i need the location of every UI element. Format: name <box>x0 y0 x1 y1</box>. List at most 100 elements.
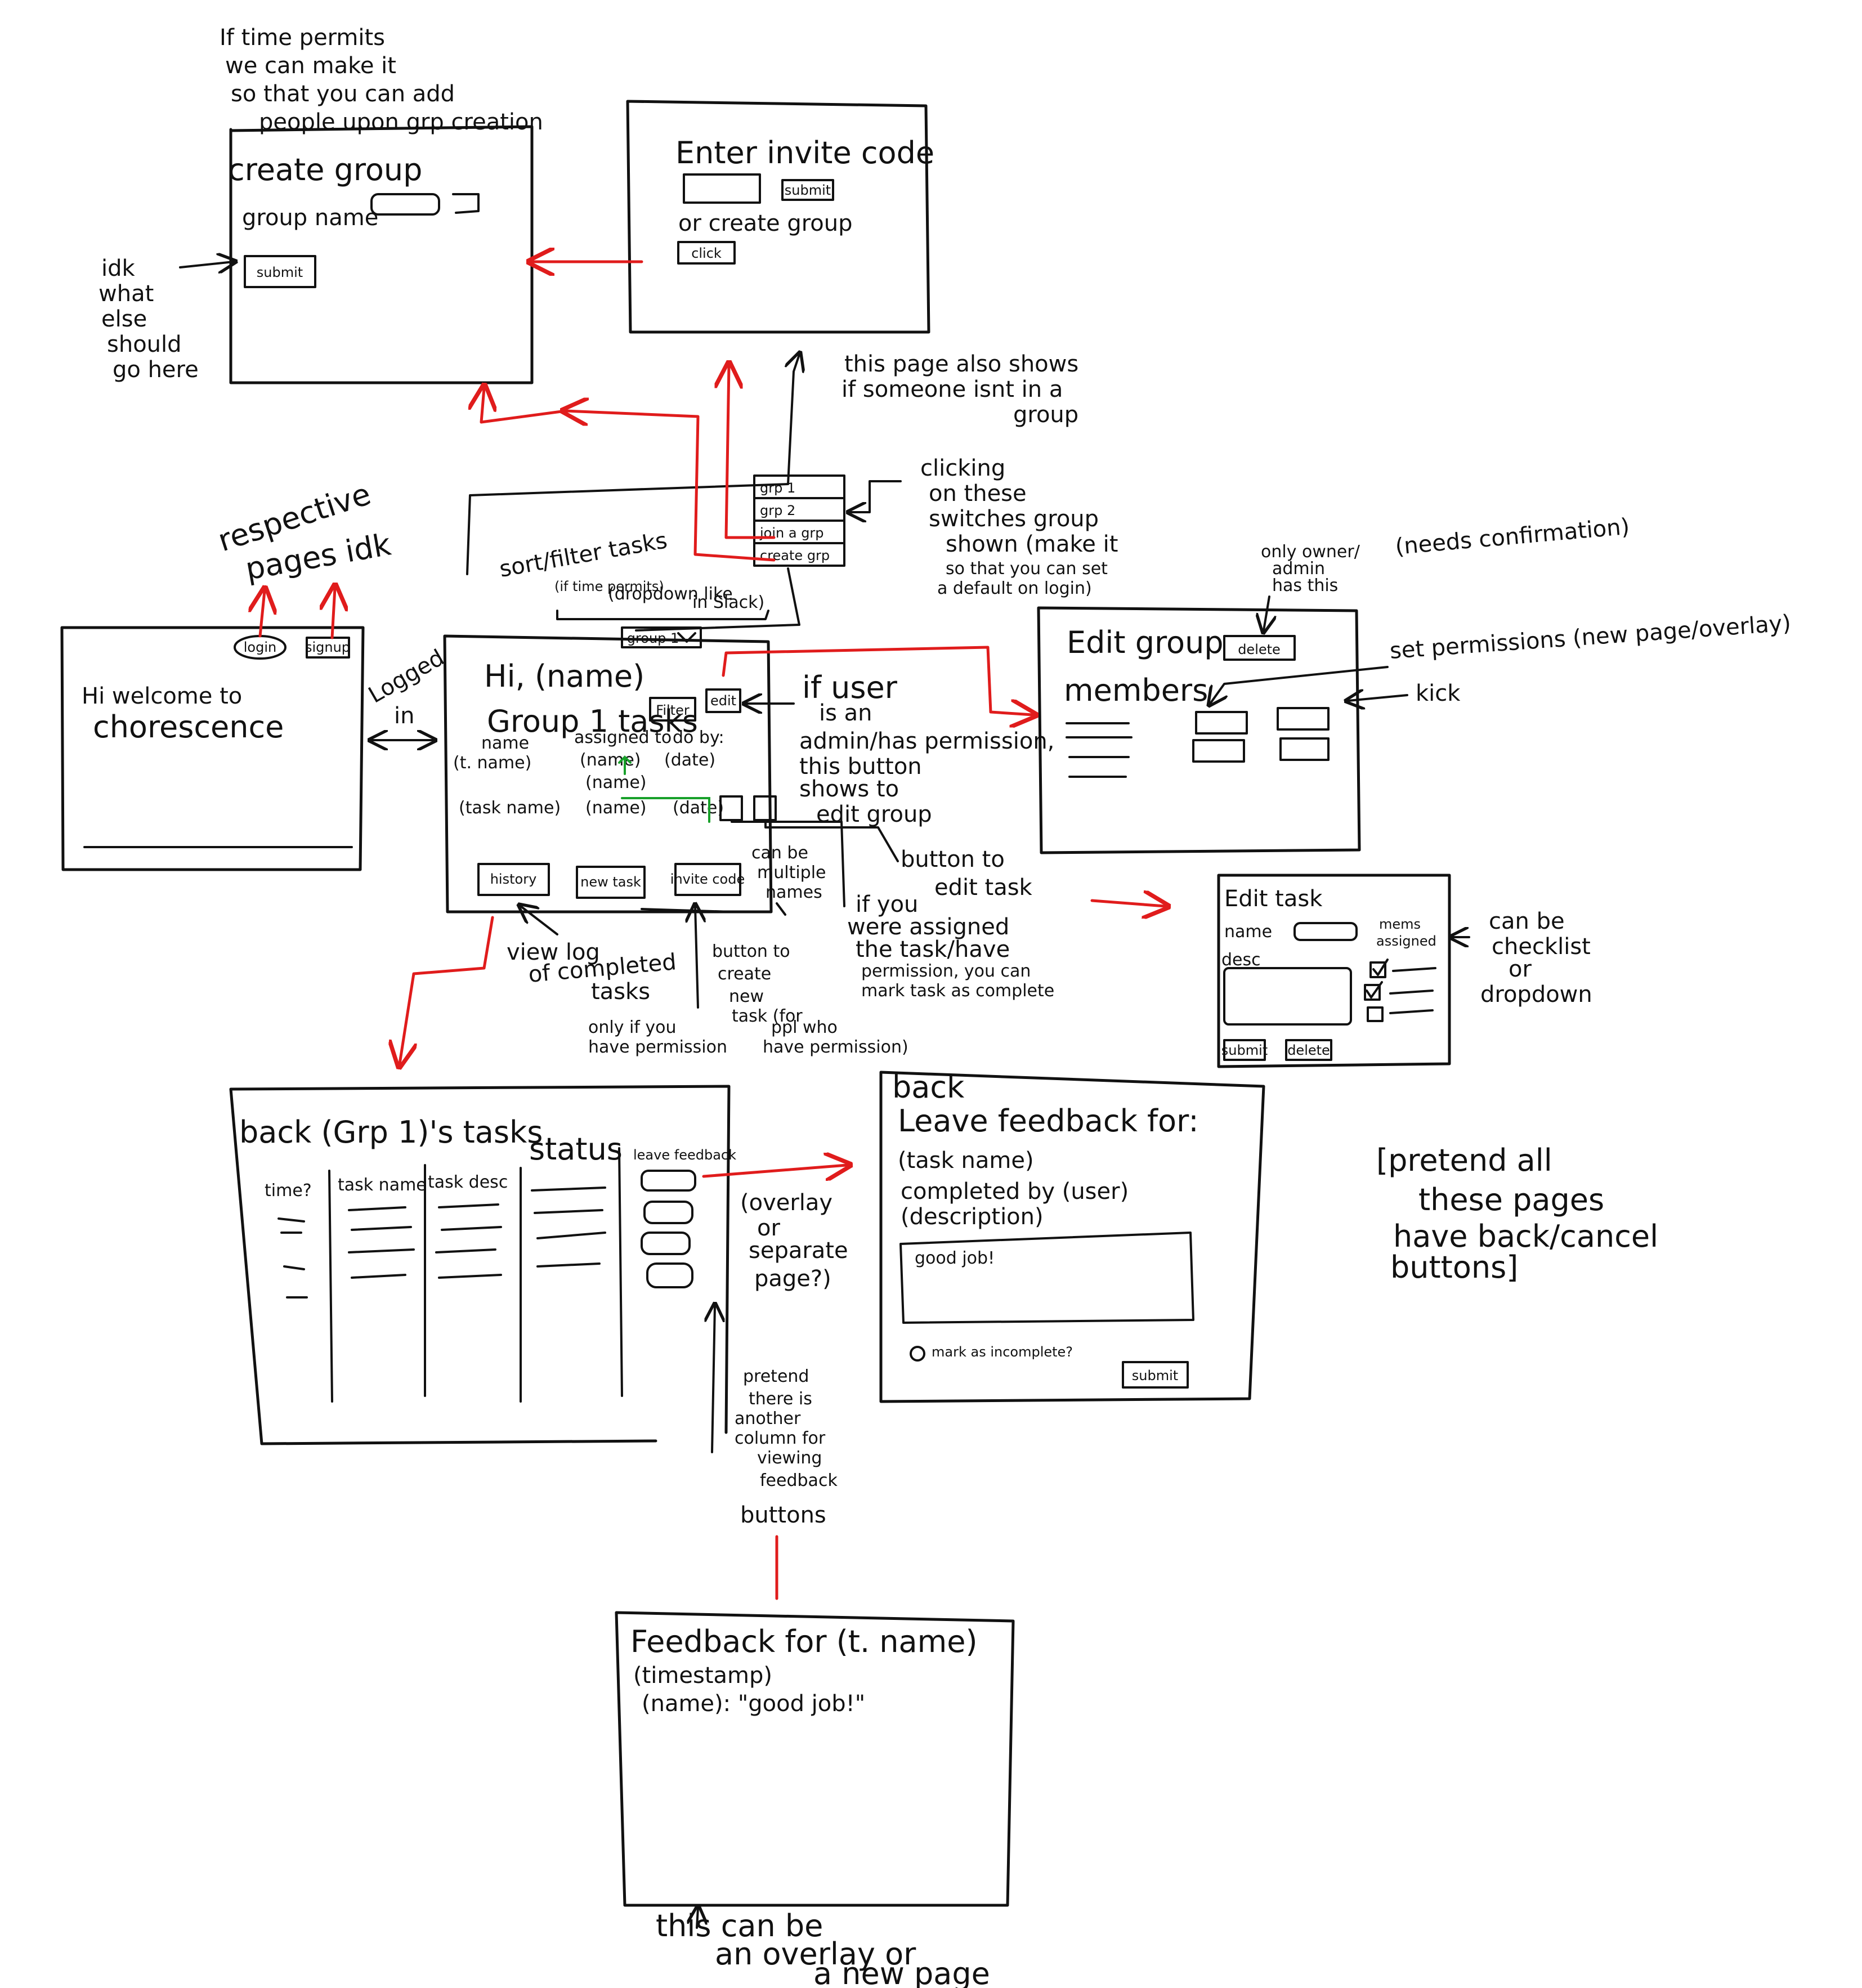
svg-text:should: should <box>107 332 182 357</box>
feedback-description: (description) <box>901 1204 1044 1230</box>
svg-text:create: create <box>718 964 771 984</box>
pretend-arrow <box>712 1306 715 1453</box>
feedback-buttons[interactable] <box>641 1170 696 1288</box>
note-owner-admin: only owner/ admin has this <box>1261 542 1360 595</box>
group-name-input[interactable] <box>370 193 440 216</box>
svg-text:click: click <box>691 245 722 261</box>
feedback-back-link[interactable]: back <box>892 1069 965 1105</box>
svg-text:permission, you can: permission, you can <box>861 961 1031 981</box>
view-log-arrow <box>521 906 558 935</box>
header-time: time? <box>265 1181 312 1201</box>
complete-checkbox[interactable] <box>719 795 743 821</box>
menu-item-grp2[interactable]: grp 2 <box>760 503 795 518</box>
svg-text:or: or <box>757 1215 780 1241</box>
feedback-view-entry: (name): "good job!" <box>642 1691 865 1717</box>
svg-text:mark task as complete: mark task as complete <box>861 981 1054 1001</box>
svg-text:viewing: viewing <box>757 1448 822 1468</box>
task-desc-input[interactable] <box>1223 967 1352 1026</box>
edit-task-button[interactable] <box>753 795 777 821</box>
svg-text:history: history <box>490 871 537 887</box>
arrow-create-grp-2 <box>481 388 567 424</box>
menu-item-grp1[interactable]: grp 1 <box>760 480 795 496</box>
svg-text:delete: delete <box>1238 642 1281 657</box>
svg-text:(date): (date) <box>673 798 724 818</box>
arrow-leave-feedback <box>702 1165 847 1176</box>
no-group-connector <box>466 355 799 575</box>
edit-task-submit-button[interactable]: submit <box>1221 1039 1268 1061</box>
history-rows <box>263 1186 606 1445</box>
group-dropdown[interactable]: group 1 <box>621 626 702 648</box>
svg-text:buttons: buttons <box>740 1502 826 1528</box>
click-create-group-button[interactable]: click <box>677 241 736 265</box>
new-task-button[interactable]: new task <box>576 866 646 899</box>
signup-button[interactable]: signup <box>305 637 350 659</box>
svg-text:multiple: multiple <box>757 863 826 883</box>
history-title: back (Grp 1)'s tasks <box>239 1114 543 1150</box>
feedback-view-page: Feedback for (t. name) (timestamp) (name… <box>615 1611 1015 1907</box>
svg-text:can be: can be <box>1489 908 1565 934</box>
feedback-frame <box>879 1071 1265 1403</box>
svg-text:(name): (name) <box>585 798 647 818</box>
invite-code-input[interactable] <box>683 173 761 204</box>
svg-text:names: names <box>766 883 822 902</box>
set-permissions-arrow <box>1210 666 1389 704</box>
svg-text:or: or <box>1509 956 1532 982</box>
member-checklist[interactable] <box>1364 959 1436 1022</box>
svg-text:the task/have: the task/have <box>856 937 1010 962</box>
svg-text:pretend: pretend <box>743 1367 809 1386</box>
invite-submit-button[interactable]: submit <box>781 179 834 201</box>
menu-connector <box>635 567 800 632</box>
invite-code-page: Enter invite code submit or create group… <box>626 100 934 334</box>
feedback-view-timestamp: (timestamp) <box>633 1663 772 1689</box>
header-status: status <box>529 1131 623 1167</box>
svg-text:these pages: these pages <box>1418 1182 1604 1217</box>
svg-text:good job!: good job! <box>915 1248 995 1268</box>
mark-incomplete-radio[interactable] <box>910 1346 925 1362</box>
feedback-view-title: Feedback for (t. name) <box>630 1624 978 1659</box>
kick-button[interactable] <box>1277 707 1330 731</box>
note-sort-filter: sort/filter tasks (if time permits) (dro… <box>498 527 764 612</box>
green-annotation <box>618 755 710 823</box>
svg-text:(dropdown like: (dropdown like <box>608 584 733 604</box>
logged-in-note: Logged in <box>364 644 449 729</box>
svg-text:only owner/: only owner/ <box>1261 542 1360 562</box>
main-frame <box>443 634 773 914</box>
filter-button[interactable]: Filter <box>649 697 696 722</box>
kick-button-2[interactable] <box>1279 737 1330 761</box>
svg-text:feedback: feedback <box>760 1471 838 1490</box>
feedback-textarea[interactable]: good job! <box>899 1232 1194 1324</box>
task-name-input[interactable] <box>1293 922 1358 941</box>
assigned-label: assigned <box>1376 933 1436 949</box>
svg-text:task (for: task (for <box>732 1006 803 1026</box>
svg-text:is an: is an <box>819 700 872 726</box>
edit-task-frame <box>1217 874 1451 1068</box>
arrow-history <box>400 916 494 1064</box>
invite-frame <box>626 100 930 334</box>
login-button[interactable]: login <box>234 635 287 660</box>
svg-text:clicking: clicking <box>920 455 1005 481</box>
svg-text:sort/filter tasks: sort/filter tasks <box>498 527 669 583</box>
svg-text:submit: submit <box>785 182 831 198</box>
svg-text:only if you: only if you <box>588 1018 677 1037</box>
create-group-submit-button[interactable]: submit <box>244 255 316 288</box>
delete-group-button[interactable]: delete <box>1223 635 1296 661</box>
main-page: group 1 Hi, (name) Group 1 tasks Filter … <box>443 626 777 914</box>
clicking-arrow <box>850 480 902 512</box>
svg-text:new: new <box>729 987 764 1006</box>
edit-group-button[interactable]: edit <box>705 688 741 713</box>
svg-text:in Slack): in Slack) <box>692 593 764 612</box>
note-page-also-shows: this page also shows if someone isnt in … <box>842 351 1078 428</box>
edit-task-delete-button[interactable]: delete <box>1285 1039 1332 1061</box>
set-permissions-button-2[interactable] <box>1192 739 1245 763</box>
svg-text:Logged: Logged <box>364 644 449 708</box>
invite-code-button[interactable]: invite code <box>670 863 745 896</box>
create-group-frame <box>229 125 534 384</box>
set-permissions-button[interactable] <box>1195 711 1248 735</box>
create-arrow <box>695 906 698 1009</box>
svg-text:shown (make it: shown (make it <box>946 531 1118 557</box>
group-name-extra-icon <box>452 193 480 214</box>
feedback-submit-button[interactable]: submit <box>1122 1361 1189 1389</box>
history-button[interactable]: history <box>477 863 550 896</box>
note-can-be-multiple: can be multiple names <box>751 843 826 902</box>
svg-text:a new page: a new page <box>813 1956 990 1988</box>
